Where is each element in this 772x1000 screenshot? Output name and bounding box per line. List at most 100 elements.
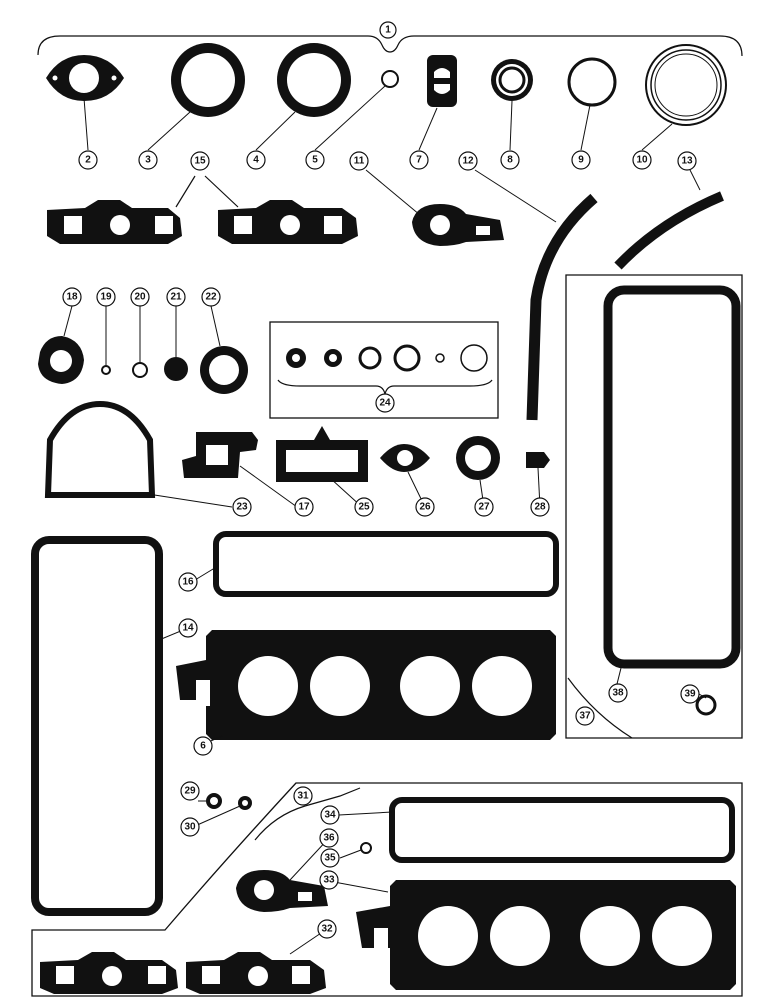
frame-kit-31	[31, 782, 743, 997]
gasket-38	[603, 285, 741, 669]
svg-text:34: 34	[324, 810, 336, 821]
svg-text:12: 12	[462, 156, 474, 167]
svg-text:13: 13	[681, 156, 693, 167]
callout-37: 37	[575, 706, 595, 726]
gasket-4	[277, 43, 351, 117]
callout-16: 16	[178, 572, 198, 592]
svg-text:32: 32	[321, 924, 333, 935]
svg-text:24: 24	[379, 398, 391, 409]
svg-text:11: 11	[354, 156, 365, 167]
gasket-6	[176, 630, 556, 740]
callout-30: 30	[180, 817, 200, 837]
gasket-18	[38, 336, 84, 384]
svg-text:1: 1	[385, 25, 391, 36]
section-frames	[31, 274, 743, 997]
svg-text:38: 38	[612, 688, 624, 699]
svg-text:9: 9	[578, 155, 584, 166]
callout-15: 15	[190, 151, 210, 171]
svg-text:8: 8	[507, 155, 513, 166]
gasket-32	[40, 952, 326, 994]
bracket-kit-31	[254, 787, 361, 841]
svg-text:4: 4	[253, 155, 259, 166]
gasket-21	[164, 357, 188, 381]
svg-text:22: 22	[205, 292, 217, 303]
callout-38: 38	[608, 683, 628, 703]
svg-text:10: 10	[636, 155, 648, 166]
callout-35: 35	[320, 848, 340, 868]
frame-kit-37	[565, 274, 743, 739]
svg-text:3: 3	[145, 155, 151, 166]
callout-32: 32	[317, 919, 337, 939]
callout-7: 7	[409, 150, 429, 170]
gasket-39	[695, 694, 717, 716]
callout-12: 12	[458, 151, 478, 171]
gasket-30	[238, 796, 252, 810]
gasket-35	[360, 842, 372, 854]
gasket-36	[236, 870, 328, 912]
gasket-20	[132, 362, 148, 378]
gasket-23	[44, 400, 156, 498]
callout-27: 27	[474, 497, 494, 517]
svg-text:20: 20	[134, 292, 146, 303]
svg-text:19: 19	[100, 292, 112, 303]
svg-text:17: 17	[298, 502, 310, 513]
callout-39: 39	[680, 684, 700, 704]
callout-25: 25	[354, 497, 374, 517]
callout-36: 36	[319, 828, 339, 848]
gasket-17	[182, 432, 258, 478]
callout-19: 19	[96, 287, 116, 307]
callout-33: 33	[319, 870, 339, 890]
callout-23: 23	[232, 497, 252, 517]
gasket-7	[427, 55, 457, 107]
gasket-5	[381, 70, 399, 88]
callout-labels: 1 2 3 4 5 7 8 9 10 15 11 12 13 18 19 20 …	[62, 21, 700, 939]
svg-text:33: 33	[323, 875, 335, 886]
svg-text:28: 28	[534, 502, 546, 513]
svg-text:15: 15	[194, 156, 206, 167]
callout-22: 22	[201, 287, 221, 307]
gasket-12	[526, 193, 598, 421]
svg-text:16: 16	[182, 577, 194, 588]
gasket-29	[206, 793, 222, 809]
svg-text:2: 2	[85, 155, 91, 166]
gasket-14	[31, 536, 163, 916]
callout-18: 18	[62, 287, 82, 307]
callout-2: 2	[78, 150, 98, 170]
gasket-9	[567, 57, 617, 107]
callout-6: 6	[193, 736, 213, 756]
callout-17: 17	[294, 497, 314, 517]
gasket-34	[389, 797, 735, 863]
callout-24: 24	[375, 393, 395, 413]
callout-28: 28	[530, 497, 550, 517]
svg-text:39: 39	[684, 689, 696, 700]
callout-14: 14	[178, 618, 198, 638]
callout-31: 31	[293, 786, 313, 806]
svg-text:6: 6	[200, 741, 206, 752]
gasket-13	[614, 191, 724, 270]
gasket-shapes	[31, 43, 741, 994]
svg-text:23: 23	[236, 502, 248, 513]
svg-text:36: 36	[323, 833, 335, 844]
svg-text:14: 14	[182, 623, 194, 634]
gasket-27	[456, 436, 500, 480]
svg-text:31: 31	[297, 791, 309, 802]
svg-text:26: 26	[419, 502, 431, 513]
gasket-19	[101, 365, 111, 375]
gasket-2	[46, 55, 124, 101]
bracket-kit-1	[37, 35, 743, 57]
svg-text:18: 18	[66, 292, 78, 303]
callout-9: 9	[571, 150, 591, 170]
bracket-kit-37	[567, 677, 633, 739]
svg-text:30: 30	[184, 822, 196, 833]
gasket-22	[200, 346, 248, 394]
gasket-24	[286, 344, 488, 372]
bracket-kit-15	[175, 175, 239, 208]
group-brackets	[37, 35, 743, 841]
svg-text:27: 27	[478, 502, 490, 513]
callout-1: 1	[379, 21, 397, 39]
gasket-3	[171, 43, 245, 117]
svg-text:5: 5	[312, 155, 318, 166]
frame-kit-24	[269, 321, 499, 419]
svg-text:21: 21	[170, 292, 182, 303]
